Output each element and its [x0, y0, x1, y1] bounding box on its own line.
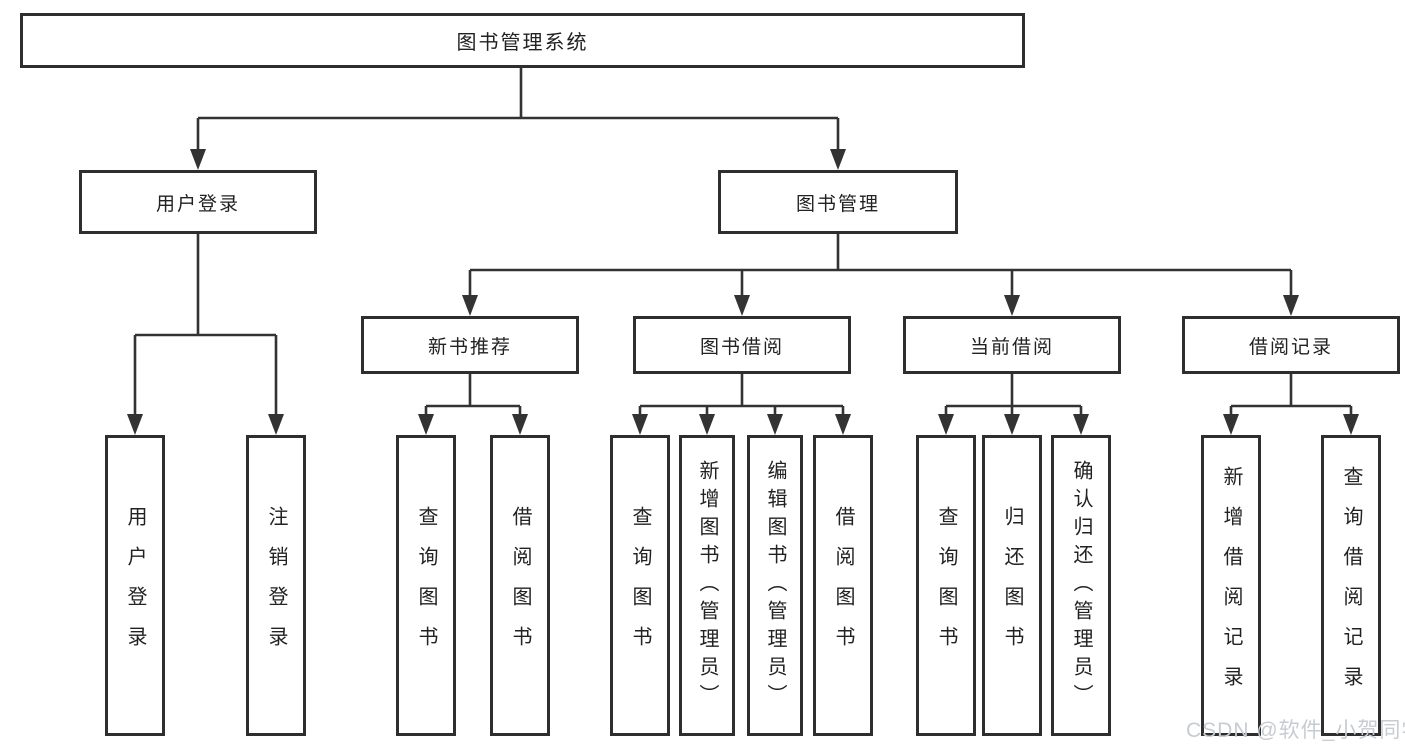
node-label: 查询图书 — [629, 505, 651, 666]
leaf-add-book-admin: 新增图书（管理员） — [679, 435, 735, 736]
leaf-query-book-current: 查询图书 — [916, 435, 976, 736]
connector-book-management-to-level2 — [462, 234, 1299, 316]
node-label: 新增图书（管理员） — [696, 459, 718, 712]
arrow-down-icon — [1004, 414, 1020, 435]
connector-new-book-children — [418, 374, 528, 435]
leaf-logout: 注销登录 — [246, 435, 306, 736]
arrow-down-icon — [734, 295, 750, 316]
node-book-management: 图书管理 — [718, 170, 958, 234]
node-user-login: 用户登录 — [79, 170, 317, 234]
node-label: 查询图书 — [935, 505, 957, 666]
connector-book-borrow-children — [632, 374, 851, 435]
connector-current-borrow-children — [938, 374, 1089, 435]
arrow-down-icon — [1073, 414, 1089, 435]
leaf-edit-book-admin: 编辑图书（管理员） — [747, 435, 803, 736]
node-label: 借阅图书 — [832, 505, 854, 666]
leaf-query-book-borrow: 查询图书 — [610, 435, 670, 736]
arrow-down-icon — [830, 149, 846, 170]
node-label: 查询借阅记录 — [1340, 465, 1362, 706]
arrow-down-icon — [1283, 295, 1299, 316]
arrow-down-icon — [938, 414, 954, 435]
arrow-down-icon — [462, 295, 478, 316]
node-root-library-system: 图书管理系统 — [20, 13, 1025, 68]
node-label: 借阅记录 — [1248, 336, 1333, 358]
arrow-down-icon — [418, 414, 434, 435]
leaf-return-book: 归还图书 — [982, 435, 1042, 736]
node-new-book-recommend: 新书推荐 — [361, 316, 579, 374]
leaf-borrow-book-recommend: 借阅图书 — [490, 435, 550, 736]
arrow-down-icon — [512, 414, 528, 435]
leaf-confirm-return-admin: 确认归还（管理员） — [1051, 435, 1111, 736]
node-label: 注销登录 — [265, 505, 287, 666]
node-label: 用户登录 — [124, 505, 146, 666]
node-borrow-record: 借阅记录 — [1182, 316, 1400, 374]
node-label: 图书管理系统 — [456, 32, 589, 54]
node-label: 确认归还（管理员） — [1070, 459, 1092, 712]
node-label: 图书管理 — [795, 193, 880, 215]
arrow-down-icon — [767, 414, 783, 435]
arrow-down-icon — [632, 414, 648, 435]
connector-user-login-children — [127, 234, 284, 435]
node-book-borrow: 图书借阅 — [633, 316, 851, 374]
node-label: 查询图书 — [415, 505, 437, 666]
node-label: 归还图书 — [1001, 505, 1023, 666]
node-label: 新增借阅记录 — [1220, 465, 1242, 706]
leaf-query-borrow-record: 查询借阅记录 — [1321, 435, 1381, 736]
arrow-down-icon — [699, 414, 715, 435]
node-label: 新书推荐 — [427, 336, 512, 358]
leaf-borrow-book: 借阅图书 — [813, 435, 873, 736]
leaf-add-borrow-record: 新增借阅记录 — [1201, 435, 1261, 736]
node-label: 用户登录 — [155, 193, 240, 215]
arrow-down-icon — [190, 149, 206, 170]
leaf-user-login: 用户登录 — [105, 435, 165, 736]
leaf-query-book-recommend: 查询图书 — [396, 435, 456, 736]
arrow-down-icon — [268, 414, 284, 435]
node-label: 当前借阅 — [969, 336, 1054, 358]
arrow-down-icon — [835, 414, 851, 435]
node-label: 图书借阅 — [699, 336, 784, 358]
node-label: 借阅图书 — [509, 505, 531, 666]
arrow-down-icon — [1223, 414, 1239, 435]
csdn-watermark: CSDN @软件_小贺同学 — [1186, 719, 1405, 742]
arrow-down-icon — [127, 414, 143, 435]
connector-root-to-level1 — [190, 68, 846, 170]
node-current-borrow: 当前借阅 — [903, 316, 1121, 374]
arrow-down-icon — [1343, 414, 1359, 435]
connector-borrow-record-children — [1223, 374, 1359, 435]
arrow-down-icon — [1004, 295, 1020, 316]
node-label: 编辑图书（管理员） — [764, 459, 786, 712]
